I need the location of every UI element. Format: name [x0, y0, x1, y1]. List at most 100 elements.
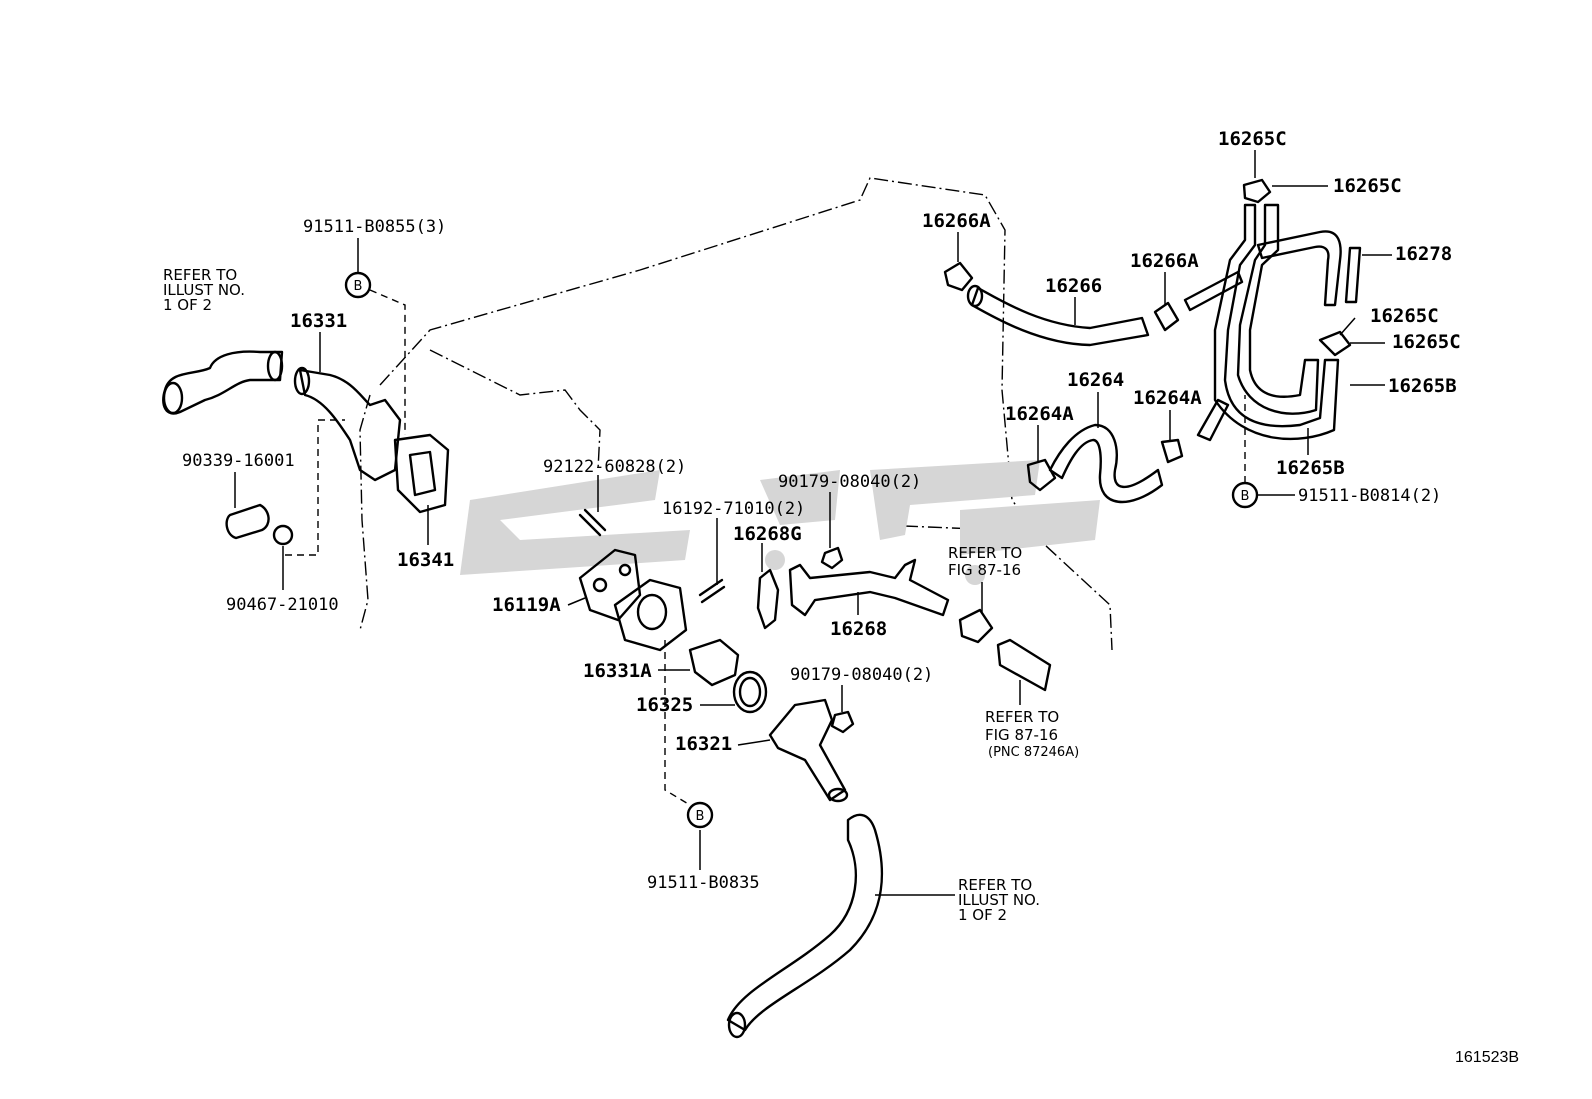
svg-text:REFER TO: REFER TO — [163, 266, 237, 284]
hose-refer — [996, 638, 1052, 692]
callout-b-right-label: B — [1241, 489, 1250, 504]
callout-b-top-label: B — [354, 279, 363, 294]
gasket-hole — [618, 563, 632, 577]
pipe-16265b — [1213, 203, 1340, 441]
dashed-link — [664, 640, 691, 806]
dashed-link — [285, 419, 345, 556]
label-16264: 16264 — [1067, 369, 1124, 391]
gasket-hole — [592, 577, 608, 593]
clamp-90467 — [272, 524, 294, 546]
hose-end — [966, 284, 984, 308]
clamp-16265c-top — [1242, 178, 1272, 204]
gasket-16325 — [732, 670, 768, 714]
label-16265c-r1: 16265C — [1333, 175, 1402, 197]
stud-16192 — [698, 578, 726, 604]
label-16341: 16341 — [397, 549, 454, 571]
gasket-16119a — [578, 548, 642, 622]
gasket-16341 — [393, 433, 450, 514]
engine-outline-left — [359, 394, 371, 631]
svg-text:ILLUST NO.: ILLUST NO. — [958, 891, 1040, 909]
note-refer-fig-b: REFER TO FIG 87-16 (PNC 87246A) — [985, 708, 1079, 760]
label-16321: 16321 — [675, 733, 732, 755]
label-91511-b0855: 91511-B0855(3) — [303, 217, 446, 237]
gasket-16325-inner — [738, 676, 762, 708]
svg-text:1 OF 2: 1 OF 2 — [163, 296, 212, 314]
pipe-16268 — [788, 558, 950, 617]
label-16266a-left: 16266A — [922, 210, 991, 232]
engine-outline-inner — [429, 349, 601, 471]
svg-text:REFER TO: REFER TO — [948, 544, 1022, 562]
callout-b-top — [344, 271, 372, 299]
housing-16331a-flange — [613, 578, 688, 652]
engine-outline — [379, 177, 1113, 651]
label-16331: 16331 — [290, 310, 347, 332]
label-16264a-left: 16264A — [1005, 403, 1074, 425]
pipe-16265b-inner — [1236, 203, 1320, 415]
thermostat-16331a — [688, 638, 740, 687]
label-90179-08040-b: 90179-08040(2) — [790, 665, 933, 685]
hose-lower-end — [727, 1011, 747, 1039]
housing-opening — [636, 593, 668, 631]
clamp-16265c-mid — [1318, 330, 1352, 357]
note-refer-left: REFER TO ILLUST NO. 1 OF 2 — [163, 266, 245, 314]
label-90179-08040-a: 90179-08040(2) — [778, 472, 921, 492]
svg-text:FIG 87-16: FIG 87-16 — [985, 726, 1058, 744]
hose-lower — [726, 813, 884, 1032]
label-16325: 16325 — [636, 694, 693, 716]
label-16265c-top: 16265C — [1218, 128, 1287, 150]
label-91511-b0814: 91511-B0814(2) — [1298, 486, 1441, 506]
label-16264a-right: 16264A — [1133, 387, 1202, 409]
label-16119a: 16119A — [492, 594, 561, 616]
pipe-16278 — [1256, 230, 1342, 307]
label-16331a: 16331A — [583, 660, 652, 682]
hose-end — [162, 381, 184, 415]
svg-text:REFER TO: REFER TO — [985, 708, 1059, 726]
label-16278: 16278 — [1395, 243, 1452, 265]
svg-text:1 OF 2: 1 OF 2 — [958, 906, 1007, 924]
callout-b-bottom-label: B — [696, 809, 705, 824]
nut-90179-a — [820, 546, 844, 570]
callout-b-bottom — [686, 801, 714, 829]
svg-text:FIG 87-16: FIG 87-16 — [948, 561, 1021, 579]
stud-92122 — [578, 508, 607, 537]
label-16265c-r3: 16265C — [1392, 331, 1461, 353]
note-refer-bottom: REFER TO ILLUST NO. 1 OF 2 — [958, 876, 1040, 924]
label-16265b-right: 16265B — [1388, 375, 1457, 397]
label-92122-60828: 92122-60828(2) — [543, 457, 686, 477]
clamp-16266a-right — [1153, 301, 1180, 332]
water-outlet-16331 — [298, 368, 402, 482]
label-16192-71010: 16192-71010(2) — [662, 499, 805, 519]
hose-16266 — [970, 286, 1150, 347]
inlet-end — [827, 787, 849, 803]
leader-lines — [234, 150, 1392, 896]
inlet-16321 — [768, 698, 847, 802]
pipe-16278-right — [1344, 246, 1362, 304]
hose-16264 — [1048, 423, 1164, 504]
svg-text:ILLUST NO.: ILLUST NO. — [163, 281, 245, 299]
note-refer-fig-a: REFER TO FIG 87-16 — [948, 544, 1022, 579]
pipe-left-arm — [1183, 270, 1244, 442]
label-16265b-bottom: 16265B — [1276, 457, 1345, 479]
label-16268: 16268 — [830, 618, 887, 640]
svg-text:REFER TO: REFER TO — [958, 876, 1032, 894]
label-91511-b0835: 91511-B0835 — [647, 873, 760, 893]
hose-90339 — [225, 503, 270, 540]
outlet-end — [293, 366, 311, 396]
gasket-16268g — [756, 568, 780, 630]
clamp-16264a-right — [1160, 438, 1184, 464]
nut-90179-b — [830, 710, 855, 734]
label-90339-16001: 90339-16001 — [182, 451, 295, 471]
clamp-16266a-left — [943, 261, 974, 292]
watermark-logo — [460, 460, 1100, 585]
label-16266: 16266 — [1045, 275, 1102, 297]
label-16266a-right: 16266A — [1130, 250, 1199, 272]
dashed-link — [369, 289, 406, 435]
label-16268g: 16268G — [733, 523, 802, 545]
clamp-refer — [958, 608, 994, 644]
diagram-identifier: 161523B — [1455, 1049, 1519, 1066]
clamp-16264a-left — [1026, 458, 1057, 492]
label-16265c-r2: 16265C — [1370, 305, 1439, 327]
label-90467-21010: 90467-21010 — [226, 595, 339, 615]
